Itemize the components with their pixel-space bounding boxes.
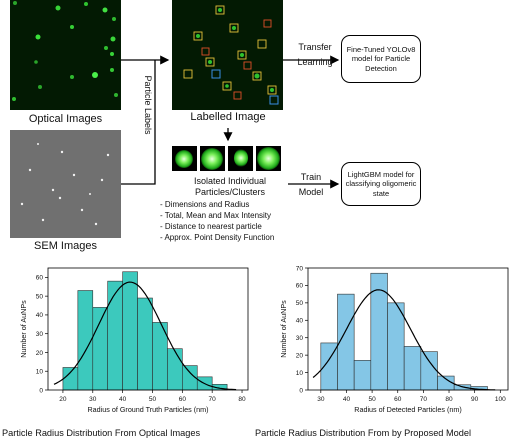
feature-item: - Dimensions and Radius (160, 200, 250, 209)
labelled-caption: Labelled Image (190, 111, 266, 123)
particle-thumbnail (172, 146, 197, 171)
y-tick-label: 50 (296, 300, 304, 307)
x-tick-label: 20 (59, 396, 67, 403)
histogram-bar (137, 297, 153, 391)
y-tick-label: 40 (36, 312, 44, 319)
yolo-model-box: Fine-Tuned YOLOv8 model for Particle Det… (341, 35, 421, 83)
y-tick-label: 60 (296, 283, 304, 290)
x-tick-label: 70 (420, 396, 428, 403)
x-tick-label: 30 (89, 396, 97, 403)
histogram-bar (420, 351, 438, 391)
y-tick-label: 30 (36, 331, 44, 338)
optical-image-spots (12, 1, 118, 101)
sem-image-particles (10, 130, 121, 238)
optical-image (10, 0, 121, 110)
y-tick-label: 60 (36, 275, 44, 282)
right-plot-caption: Particle Radius Distribution From by Pro… (255, 428, 471, 438)
labelled-image (172, 0, 283, 110)
left-plot-caption: Particle Radius Distribution From Optica… (2, 428, 201, 438)
particle-thumbnail (256, 146, 281, 171)
x-tick-label: 30 (317, 396, 325, 403)
y-tick-label: 70 (296, 265, 304, 272)
feature-item: - Approx. Point Density Function (160, 233, 275, 242)
transfer-learning-label: Transfer Learning (297, 42, 333, 67)
x-tick-label: 60 (394, 396, 402, 403)
train-model-label: Train Model (298, 172, 324, 197)
gaussian-fit-curve (53, 281, 237, 391)
y-tick-label: 0 (39, 387, 43, 394)
histogram-bar (353, 360, 372, 391)
x-tick-label: 50 (368, 396, 376, 403)
histogram-bar (122, 271, 138, 391)
y-tick-label: 20 (36, 350, 44, 357)
x-tick-label: 90 (471, 396, 479, 403)
y-axis-label: Number of AuNPs (279, 300, 288, 358)
y-tick-label: 40 (296, 318, 304, 325)
optical-caption: Optical Images (28, 113, 103, 125)
histogram-bar (387, 302, 405, 391)
x-tick-label: 80 (238, 396, 246, 403)
y-tick-label: 50 (36, 293, 44, 300)
gaussian-fit-curve (312, 289, 496, 391)
x-tick-label: 50 (149, 396, 157, 403)
pipeline-arrows (121, 55, 340, 189)
histogram-bar (62, 367, 79, 391)
x-tick-label: 40 (343, 396, 351, 403)
plot-frame (307, 267, 509, 391)
y-tick-label: 0 (299, 387, 303, 394)
particle-thumbnail (228, 146, 253, 171)
lightgbm-model-box: LightGBM model for classifying oligomeri… (341, 162, 421, 206)
x-tick-label: 100 (495, 396, 506, 403)
x-tick-label: 60 (179, 396, 187, 403)
y-tick-label: 20 (296, 352, 304, 359)
sem-image (10, 130, 121, 238)
histogram-bar (107, 280, 123, 391)
plot-frame (47, 267, 249, 391)
particle-thumbnail (200, 146, 225, 171)
x-axis-label: Radius of Detected Particles (nm) (354, 405, 461, 414)
x-tick-label: 70 (209, 396, 217, 403)
histogram-bar (167, 348, 183, 391)
particle-labels-text: Particle Labels (143, 75, 153, 135)
feature-item: - Total, Mean and Max Intensity (160, 211, 272, 220)
feature-item: - Distance to nearest particle (160, 222, 262, 231)
y-tick-label: 10 (296, 370, 304, 377)
sem-caption: SEM Images (34, 240, 97, 252)
labelled-image-detections (183, 5, 279, 105)
x-tick-label: 80 (445, 396, 453, 403)
histogram-bar (92, 307, 109, 391)
y-tick-label: 10 (36, 369, 44, 376)
x-axis-label: Radius of Ground Truth Particles (nm) (87, 405, 208, 414)
isolated-caption: Isolated Individual Particles/Clusters (193, 176, 267, 197)
histogram-bar (403, 346, 422, 391)
y-tick-label: 30 (296, 335, 304, 342)
y-axis-label: Number of AuNPs (19, 300, 28, 358)
x-tick-label: 40 (119, 396, 127, 403)
